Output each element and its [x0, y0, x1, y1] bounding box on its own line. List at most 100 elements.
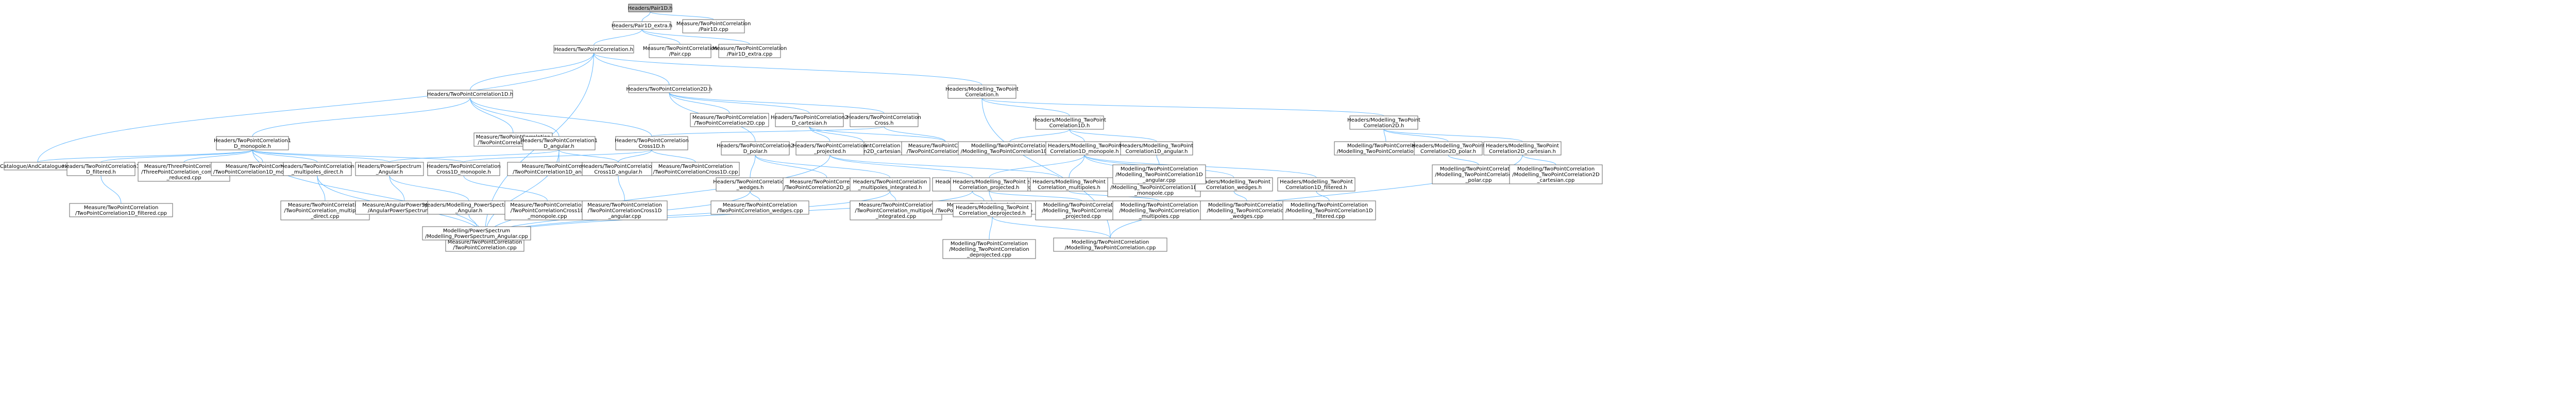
node-label: /Pair1D_extra.cpp	[727, 52, 772, 57]
node-label: Modelling/TwoPointCorrelation	[1291, 202, 1368, 208]
node-label: /TwoPointCorrelation1D.cpp	[478, 140, 549, 146]
graph-node[interactable]: Headers/TwoPointCorrelationCross1D_angul…	[581, 162, 655, 176]
node-label: /TwoPointCorrelation.cpp	[453, 245, 516, 251]
graph-node[interactable]: Modelling/TwoPointCorrelation/Modelling_…	[942, 239, 1036, 259]
dependency-edge	[992, 216, 1111, 238]
graph-node[interactable]: Headers/Modelling_TwoPointCorrelation2D_…	[1483, 141, 1562, 156]
dependency-edge	[972, 191, 985, 201]
dependency-edge	[594, 29, 642, 46]
node-box	[582, 162, 655, 176]
graph-node[interactable]: Headers/TwoPointCorrelation1D_angular.h	[520, 136, 598, 150]
node-label: /TwoPointCorrelation2D_polar.cpp	[784, 185, 870, 191]
node-label: /TwoPointCorrelation_wedges.cpp	[717, 208, 803, 214]
dependency-edge	[669, 92, 730, 114]
graph-node[interactable]: Headers/TwoPointCorrelation1D_monopole.h	[214, 136, 291, 150]
graph-node[interactable]: Headers/PowerSpectrum_Angular.h	[355, 162, 424, 176]
graph-node[interactable]: Headers/Modelling_PowerSpectrum_Angular.…	[423, 200, 515, 215]
node-label: _cartesian.cpp	[1537, 178, 1575, 183]
dependency-edge	[989, 216, 993, 240]
dependency-edge	[463, 149, 652, 163]
graph-node[interactable]: Measure/TwoPointCorrelation/Pair1D_extra…	[713, 44, 787, 58]
node-box	[850, 200, 942, 220]
node-label: Headers/TwoPointCorrelation2	[771, 115, 848, 121]
graph-node[interactable]: Headers/TwoPointCorrelation2D.h	[626, 84, 713, 93]
dependency-edge	[755, 155, 827, 178]
node-label: /TwoPointCorrelation_multipoles	[855, 208, 937, 214]
graph-node[interactable]: Headers/TwoPointCorrelation_projected.h	[793, 141, 867, 156]
node-label: /AngularPowerSpectrum.cpp	[368, 208, 441, 214]
node-box	[947, 84, 1016, 99]
graph-node[interactable]: Headers/TwoPointCorrelation_multipoles_d…	[280, 162, 354, 176]
graph-node[interactable]: Modelling/TwoPointCorrelation/Modelling_…	[958, 141, 1062, 156]
graph-node[interactable]: Headers/Modelling_TwoPointCorrelation_de…	[953, 203, 1032, 217]
dependency-edge	[981, 98, 1070, 116]
node-box	[958, 141, 1062, 156]
node-label: Headers/Modelling_TwoPoint	[945, 87, 1019, 92]
node-label: Modelling/TwoPointCorrelation	[1121, 166, 1198, 172]
node-label: _projected.h	[814, 149, 846, 155]
dependency-edge	[809, 126, 946, 142]
graph-node[interactable]: Measure/TwoPointCorrelation/TwoPointCorr…	[582, 200, 668, 220]
graph-node[interactable]: Measure/TwoPointCorrelation/TwoPointCorr…	[710, 200, 809, 215]
graph-node[interactable]: Modelling/TwoPointCorrelation/Modelling_…	[1112, 200, 1206, 220]
graph-node[interactable]: Headers/Modelling_TwoPointCorrelation_mu…	[1030, 177, 1108, 192]
node-label: Headers/Modelling_TwoPoint	[953, 179, 1026, 185]
graph-node[interactable]: Modelling/TwoPointCorrelation/Modelling_…	[1282, 200, 1376, 220]
graph-node[interactable]: Measure/TwoPointCorrelation/TwoPointCorr…	[504, 200, 590, 220]
graph-node[interactable]: Headers/Modelling_TwoPointCorrelation2D.…	[1347, 115, 1420, 130]
graph-node[interactable]: Modelling/TwoPointCorrelation/Modelling_…	[1112, 164, 1206, 184]
node-label: /TwoPointCorrelationCross.cpp	[907, 149, 985, 155]
graph-node[interactable]: Headers/Modelling_TwoPointCorrelation1D.…	[1033, 115, 1106, 130]
graph-node[interactable]: Measure/TwoPointCorrelation/TwoPointCorr…	[69, 203, 173, 217]
node-label: Headers/Modelling_TwoPoint	[1048, 143, 1121, 149]
node-label: Measure/TwoPointCorrelation	[476, 134, 551, 140]
graph-node[interactable]: Headers/Pair1D_extra.h	[612, 21, 672, 30]
graph-node[interactable]: Headers/TwoPointCorrelation.h	[553, 45, 634, 54]
node-label: D_polar.h	[743, 149, 768, 155]
node-label: Measure/TwoPointCorrelation	[643, 46, 718, 52]
node-box	[422, 226, 531, 241]
graph-node[interactable]: Measure/TwoPointCorrelation/TwoPointCorr…	[850, 200, 942, 220]
node-box	[613, 21, 671, 30]
node-label: D_filtered.h	[86, 169, 116, 175]
graph-node[interactable]: Headers/TwoPointCorrelation2D_cartesian.…	[771, 113, 848, 127]
node-label: Headers/TwoPointCorrelation1	[62, 164, 140, 169]
graph-node[interactable]: Headers/TwoPointCorrelation2D_polar.h	[717, 141, 794, 156]
node-label: /Modelling_TwoPointCorrelation1D	[1285, 208, 1373, 214]
graph-node[interactable]: Modelling/PowerSpectrum/Modelling_PowerS…	[422, 226, 531, 241]
node-label: Correlation_projected.h	[959, 185, 1020, 191]
graph-node[interactable]: Headers/Modelling_TwoPointCorrelation.h	[945, 84, 1019, 99]
graph-node[interactable]: Headers/TwoPointCorrelationCross1D_monop…	[427, 162, 501, 176]
dependency-edge	[890, 191, 896, 201]
graph-node[interactable]: Measure/TwoPointCorrelation/Pair1D.cpp	[676, 19, 751, 33]
node-label: /TwoPointCorrelation1D_monopole.cpp	[213, 169, 312, 175]
graph-node[interactable]: Headers/Modelling_TwoPointCorrelation1D_…	[1120, 141, 1193, 156]
graph-node[interactable]: Headers/Modelling_TwoPointCorrelation_pr…	[950, 177, 1028, 192]
node-box	[1200, 200, 1294, 220]
graph-node[interactable]: Headers/Modelling_TwoPointCorrelation_we…	[1195, 177, 1273, 192]
graph-node[interactable]: Headers/TwoPointCorrelation_wedges.h	[713, 177, 787, 192]
dependency-edge	[829, 155, 973, 178]
graph-node[interactable]: Headers/TwoPointCorrelation1D.h	[427, 90, 513, 98]
graph-node[interactable]: Headers/TwoPointCorrelationCross1D.h	[615, 136, 689, 150]
graph-node[interactable]: Headers/Modelling_TwoPointCorrelation2D_…	[1412, 141, 1485, 156]
graph-node[interactable]: Modelling/TwoPointCorrelation/Modelling_…	[1509, 164, 1603, 184]
node-box	[682, 19, 745, 33]
graph-node[interactable]: Measure/TwoPointCorrelation/TwoPointCorr…	[651, 162, 740, 176]
node-box	[1282, 200, 1376, 220]
graph-node[interactable]: Headers/TwoPointCorrelation_multipoles_i…	[850, 177, 930, 192]
graph-node[interactable]: Modelling/TwoPointCorrelation/Modelling_…	[1053, 237, 1167, 252]
graph-node[interactable]: Headers/TwoPointCorrelation1D_filtered.h	[62, 162, 140, 176]
graph-node[interactable]: Headers/Pair1D.h	[628, 4, 673, 12]
graph-node[interactable]: Modelling/TwoPointCorrelation/Modelling_…	[1200, 200, 1294, 220]
graph-node[interactable]: Headers/Modelling_TwoPointCorrelation1D_…	[1045, 141, 1124, 156]
graph-node[interactable]: Measure/TwoPointCorrelation/Pair.cpp	[643, 44, 718, 58]
node-label: Headers/TwoPointCorrelation1	[520, 138, 598, 144]
node-box	[775, 113, 844, 127]
graph-node[interactable]: Headers/TwoPointCorrelationCross.h	[847, 113, 921, 127]
graph-node[interactable]: Measure/TwoPointCorrelation/TwoPointCorr…	[690, 113, 769, 127]
graph-node[interactable]: Headers/Modelling_TwoPointCorrelation1D_…	[1277, 177, 1355, 192]
dependency-edge	[981, 98, 1384, 116]
node-label: Measure/TwoPointCorrelation	[790, 179, 865, 185]
